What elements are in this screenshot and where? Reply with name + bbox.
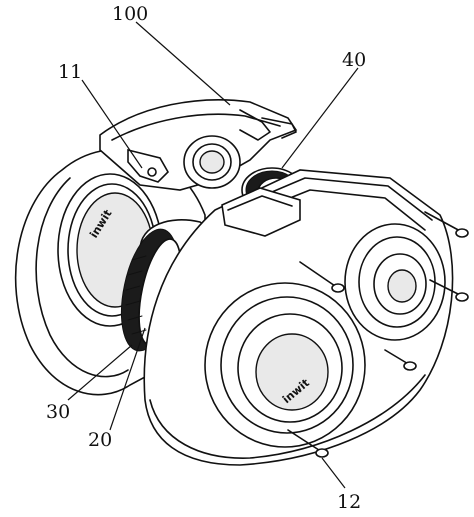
- callout-12: 12: [337, 491, 361, 513]
- callout-40: 40: [342, 49, 366, 71]
- leader-lines: [67, 21, 359, 489]
- leader-12: [321, 457, 346, 489]
- callout-11: 11: [58, 61, 82, 83]
- callout-20: 20: [88, 429, 112, 451]
- callout-30: 30: [46, 401, 70, 423]
- lever-tab: [127, 148, 169, 183]
- callouts: 100 11 40 30 20 12: [46, 3, 366, 513]
- leader-20: [109, 327, 146, 431]
- leader-11: [81, 79, 143, 169]
- leader-30: [67, 344, 133, 401]
- leader-40: [281, 67, 359, 169]
- callout-100: 100: [112, 3, 148, 25]
- bolts: [287, 211, 469, 458]
- top-bracket: [99, 99, 298, 191]
- leader-100: [135, 21, 231, 106]
- right-housing: inwit: [143, 169, 469, 466]
